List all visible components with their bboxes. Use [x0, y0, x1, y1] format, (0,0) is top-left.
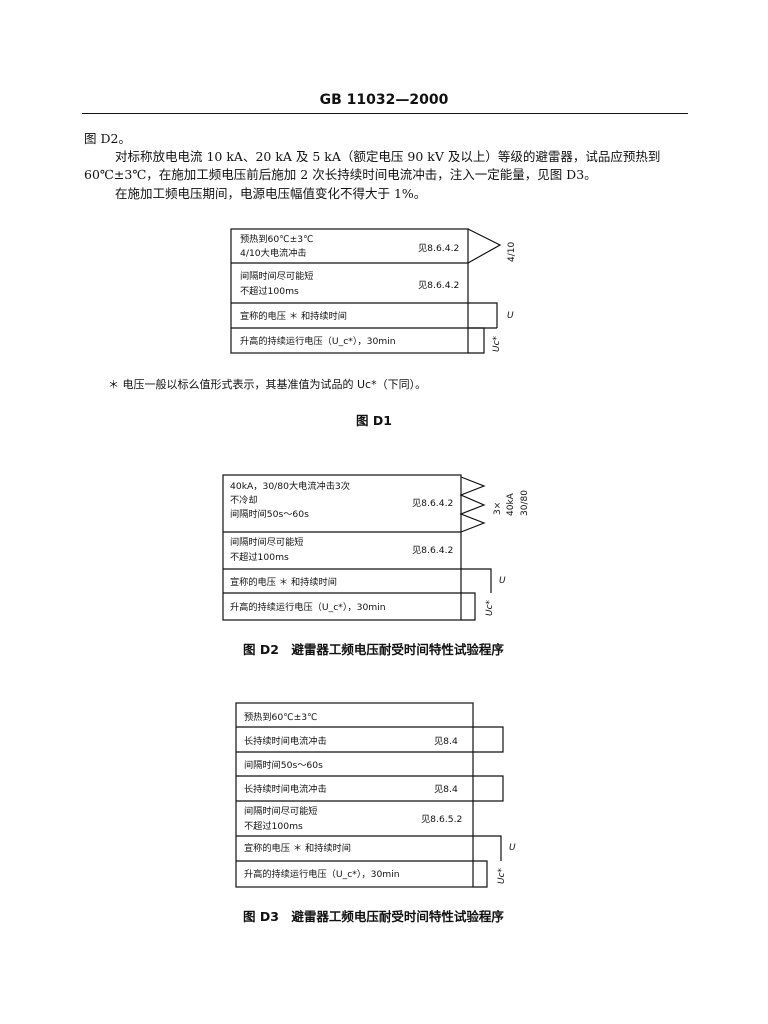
header-rule	[82, 113, 688, 114]
d2-u-step	[461, 568, 492, 593]
d1-row1-line1: 预热到60℃±3℃	[240, 233, 313, 245]
d3-uc-label: Uc*	[497, 867, 507, 884]
d3-uc-step	[473, 860, 488, 888]
d1-caption: 图 D1	[356, 413, 392, 428]
d2-row4-line1: 升高的持续运行电压（U_c*），30min	[230, 601, 386, 613]
d3-u-step	[473, 835, 502, 861]
d3-pulse-1	[473, 726, 504, 753]
d3-u-label: U	[509, 843, 516, 853]
d1-footnote: ＊ 电压一般以标么值形式表示，其基准值为试品的 Uc*（下同）。	[108, 378, 427, 391]
figure-d1	[230, 228, 502, 354]
d1-row1-line2: 4/10大电流冲击	[240, 247, 307, 259]
d2-times-label: 3×	[493, 502, 503, 515]
d3-row1-line1: 预热到60℃±3℃	[244, 711, 317, 723]
d1-row4-line1: 升高的持续运行电压（U_c*），30min	[240, 335, 396, 347]
d2-row1-line1: 40kA，30/80大电流冲击3次	[230, 480, 350, 492]
d3-row6-line1: 宣称的电压 ＊ 和持续时间	[244, 842, 351, 854]
d3-pulse-2	[473, 775, 504, 802]
body-line-1: 图 D2。	[84, 131, 131, 146]
d3-frame	[235, 702, 474, 888]
d2-row2-ref: 见8.6.4.2	[412, 545, 453, 556]
d3-row5-line1: 间隔时间尽可能短	[244, 805, 318, 817]
figure-d3	[235, 702, 504, 888]
d3-row2-ref: 见8.4	[434, 736, 458, 747]
d1-u-label: U	[507, 311, 514, 321]
body-line-4: 在施加工频电压期间，电源电压幅值变化不得大于 1%。	[115, 186, 427, 201]
body-line-3: 60℃±3℃，在施加工频电压前后施加 2 次长持续时间电流冲击，注入一定能量，见…	[84, 167, 597, 182]
d3-row4-ref: 见8.4	[434, 784, 458, 795]
d2-wave-label: 30/80	[520, 490, 530, 516]
d1-row2-line1: 间隔时间尽可能短	[240, 270, 314, 282]
d1-row2-ref: 见8.6.4.2	[418, 280, 459, 291]
d3-row3-line1: 间隔时间50s～60s	[244, 759, 323, 771]
page-header: GB 11032—2000	[319, 92, 449, 108]
d2-row1-ref: 见8.6.4.2	[412, 498, 453, 509]
d2-u-label: U	[499, 576, 506, 586]
d2-ka-label: 40kA	[506, 492, 516, 516]
body-line-2: 对标称放电电流 10 kA、20 kA 及 5 kA（额定电压 90 kV 及以…	[115, 149, 661, 164]
d3-row4-line1: 长持续时间电流冲击	[244, 783, 327, 795]
d2-frame	[222, 474, 462, 621]
d2-row1-line3: 间隔时间50s～60s	[230, 508, 309, 520]
d3-row7-line1: 升高的持续运行电压（U_c*），30min	[244, 868, 400, 880]
d2-caption: 图 D2 避雷器工频电压耐受时间特性试验程序	[243, 642, 504, 657]
d2-uc-label: Uc*	[485, 599, 495, 616]
d1-impulse-shape	[467, 228, 502, 264]
d1-u-step	[468, 302, 498, 328]
d3-row5-ref: 见8.6.5.2	[421, 814, 462, 825]
d3-caption: 图 D3 避雷器工频电压耐受时间特性试验程序	[243, 909, 504, 924]
d1-uc-label: Uc*	[492, 335, 502, 352]
d2-row1-line2: 不冷却	[230, 494, 258, 506]
d3-row2-line1: 长持续时间电流冲击	[244, 735, 327, 747]
d3-row5-line2: 不超过100ms	[244, 820, 303, 832]
d1-uc-step	[468, 327, 485, 354]
d1-impulse-label: 4/10	[507, 242, 517, 262]
d2-impulse-shape	[459, 476, 486, 533]
d1-row2-line2: 不超过100ms	[240, 285, 299, 297]
d2-uc-step	[461, 592, 476, 621]
figure-d2	[222, 474, 492, 621]
d2-row3-line1: 宣称的电压 ＊ 和持续时间	[230, 576, 337, 588]
d1-frame	[230, 228, 469, 354]
d2-row2-line1: 间隔时间尽可能短	[230, 536, 304, 548]
d1-row1-ref: 见8.6.4.2	[418, 243, 459, 254]
d2-row2-line2: 不超过100ms	[230, 551, 289, 563]
d1-row3-line1: 宣称的电压 ＊ 和持续时间	[240, 310, 347, 322]
